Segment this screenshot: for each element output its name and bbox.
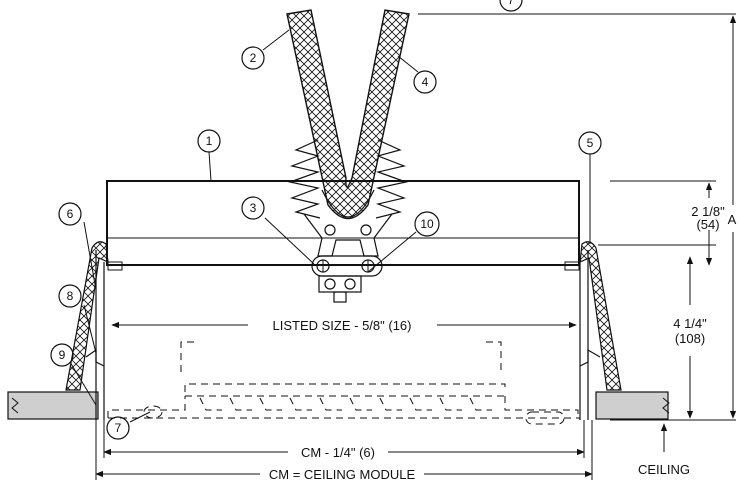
callout-7-top: 7 <box>499 0 523 12</box>
duct-fins-left <box>287 139 321 219</box>
callout-7: 7 <box>106 416 130 440</box>
height-top-mm: (54) <box>696 217 719 232</box>
ceiling-tile-right <box>595 391 670 420</box>
callout-4: 4 <box>413 70 437 94</box>
svg-text:8: 8 <box>67 289 74 303</box>
listed-size-label: LISTED SIZE - 5/8" (16) <box>273 318 412 333</box>
svg-text:10: 10 <box>420 217 434 231</box>
ceiling-label: CEILING <box>638 462 690 477</box>
overall-height-dimension: A <box>418 13 737 421</box>
svg-text:4: 4 <box>422 75 429 89</box>
height-dimension-bottom: 4 1/4" (108) <box>673 256 707 419</box>
callout-10: 10 <box>414 211 440 237</box>
cm-module-dimension: CM = CEILING MODULE <box>95 420 593 482</box>
callout-6: 6 <box>58 202 82 226</box>
diffuser-face-dashed <box>107 341 580 425</box>
svg-text:6: 6 <box>67 207 74 221</box>
height-top-inches: 2 1/8" <box>691 204 725 219</box>
duct-fins-right <box>375 139 409 219</box>
svg-text:5: 5 <box>587 136 594 150</box>
cm-module-label: CM = CEILING MODULE <box>269 467 416 482</box>
callout-9: 9 <box>50 343 74 367</box>
height-bottom-mm: (108) <box>675 331 705 346</box>
callout-leaders <box>69 29 591 423</box>
ceiling-indicator: CEILING <box>638 423 690 477</box>
svg-text:2: 2 <box>250 51 257 65</box>
callout-2: 2 <box>241 46 265 70</box>
callout-3: 3 <box>241 196 265 220</box>
outer-frame-right <box>579 241 622 420</box>
svg-text:1: 1 <box>206 134 213 148</box>
height-bottom-inches: 4 1/4" <box>673 316 707 331</box>
svg-text:9: 9 <box>59 348 66 362</box>
listed-size-dimension: LISTED SIZE - 5/8" (16) <box>111 318 577 333</box>
flex-duct <box>286 9 410 220</box>
svg-text:3: 3 <box>250 201 257 215</box>
svg-text:7: 7 <box>115 421 122 435</box>
cm-minus-dimension: CM - 1/4" (6) <box>103 420 585 460</box>
cm-minus-label: CM - 1/4" (6) <box>301 445 375 460</box>
callout-1: 1 <box>197 129 221 153</box>
callout-5: 5 <box>578 131 602 155</box>
svg-text:7: 7 <box>508 0 515 7</box>
callout-8: 8 <box>58 284 82 308</box>
louver-blades <box>199 397 492 411</box>
overall-height-label: A <box>728 212 737 227</box>
ceiling-tile-left <box>7 391 99 420</box>
height-dimension-top: 2 1/8" (54) <box>598 180 725 266</box>
duct-clamp <box>303 213 393 303</box>
